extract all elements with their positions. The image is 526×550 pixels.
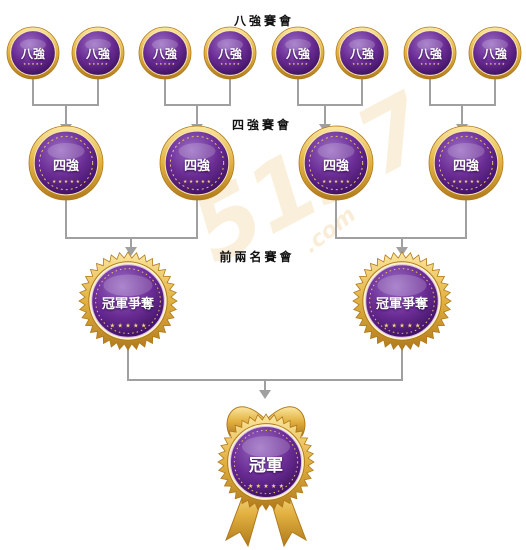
medal-label: 冠軍 xyxy=(249,455,283,476)
connector-s1 xyxy=(65,198,198,252)
quarterfinal-medal-6: 八強 xyxy=(335,26,389,80)
medal-graphic xyxy=(138,26,192,80)
medal-label: 四強 xyxy=(52,158,79,174)
medal-label: 八強 xyxy=(217,47,242,62)
medal-graphic xyxy=(71,26,125,80)
medal-graphic xyxy=(298,125,374,201)
connector-q4 xyxy=(429,72,496,130)
medal-label: 八強 xyxy=(349,47,374,62)
connector-q2 xyxy=(164,72,231,130)
quarterfinal-medal-8: 八強 xyxy=(468,26,522,80)
medal-graphic xyxy=(352,251,452,351)
medal-graphic xyxy=(403,26,457,80)
semifinal-medal-4: 四強 xyxy=(428,125,504,201)
medal-graphic xyxy=(335,26,389,80)
medal-label: 八強 xyxy=(85,47,110,62)
champion-medal: 冠軍 xyxy=(217,406,315,548)
medal-graphic xyxy=(217,406,315,548)
quarterfinal-label: 八強賽會 xyxy=(233,14,295,28)
medal-label: 八強 xyxy=(482,47,507,62)
arrow-s1 xyxy=(125,247,137,256)
final-round-label: 前兩名賽會 xyxy=(219,250,295,264)
medal-label: 八強 xyxy=(285,47,310,62)
medal-graphic xyxy=(78,251,178,351)
medal-label: 八強 xyxy=(20,47,45,62)
medal-label: 八強 xyxy=(152,47,177,62)
quarterfinal-medal-4: 八強 xyxy=(203,26,257,80)
medal-label: 四強 xyxy=(183,158,210,174)
medal-label: 冠軍爭奪 xyxy=(101,296,154,312)
medal-label: 八強 xyxy=(417,47,442,62)
quarterfinal-medal-2: 八強 xyxy=(71,26,125,80)
medal-graphic xyxy=(28,125,104,201)
connector-s2 xyxy=(335,198,467,252)
medal-graphic xyxy=(468,26,522,80)
medal-label: 四強 xyxy=(452,158,479,174)
medal-graphic xyxy=(159,125,235,201)
connector-q3 xyxy=(297,72,363,130)
medal-graphic xyxy=(6,26,60,80)
quarterfinal-medal-7: 八強 xyxy=(403,26,457,80)
connector-f xyxy=(127,345,403,395)
semifinal-medal-2: 四強 xyxy=(159,125,235,201)
quarterfinal-medal-5: 八強 xyxy=(271,26,325,80)
medal-label: 冠軍爭奪 xyxy=(375,296,428,312)
connector-q1 xyxy=(32,72,99,130)
final-medal-2: 冠軍爭奪 xyxy=(352,251,452,351)
medal-graphic xyxy=(203,26,257,80)
quarterfinal-medal-1: 八強 xyxy=(6,26,60,80)
semifinal-medal-1: 四強 xyxy=(28,125,104,201)
medal-graphic xyxy=(271,26,325,80)
arrow-f xyxy=(259,390,271,399)
semifinal-medal-3: 四強 xyxy=(298,125,374,201)
semifinal-label: 四強賽會 xyxy=(231,118,293,132)
medal-label: 四強 xyxy=(322,158,349,174)
medal-graphic xyxy=(428,125,504,201)
final-medal-1: 冠軍爭奪 xyxy=(78,251,178,351)
quarterfinal-medal-3: 八強 xyxy=(138,26,192,80)
